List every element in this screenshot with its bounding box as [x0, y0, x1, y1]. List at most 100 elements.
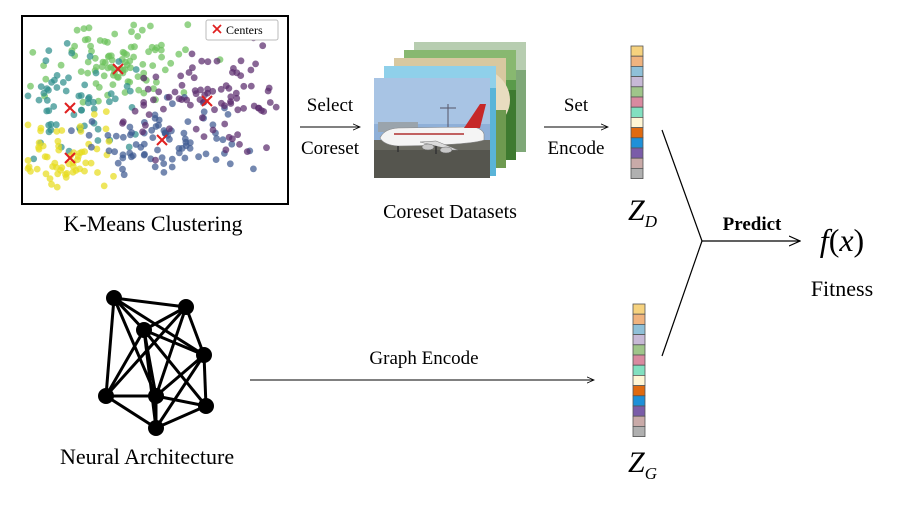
- cluster-point: [183, 96, 191, 104]
- vector-cell: [632, 344, 646, 356]
- cluster-point: [195, 153, 203, 161]
- cluster-point: [137, 143, 145, 151]
- cluster-point: [169, 100, 176, 108]
- cluster-point: [43, 96, 51, 104]
- cluster-point: [181, 154, 189, 162]
- cluster-point: [204, 85, 212, 93]
- cluster-point: [55, 146, 63, 154]
- zd-embedding-vector: [630, 45, 644, 179]
- center-cross-icon: [64, 102, 76, 114]
- cluster-point: [86, 52, 94, 60]
- cluster-point: [104, 132, 112, 139]
- cluster-point: [234, 106, 242, 114]
- cluster-point: [234, 131, 242, 139]
- cluster-point: [209, 87, 217, 95]
- cluster-point: [92, 69, 100, 77]
- cluster-point: [101, 38, 109, 45]
- cluster-point: [265, 84, 273, 92]
- cluster-point: [119, 154, 127, 162]
- vector-cell: [630, 96, 644, 108]
- cluster-point: [155, 121, 162, 129]
- cluster-point: [132, 66, 140, 73]
- cluster-point: [198, 57, 206, 65]
- graph-node: [136, 322, 152, 338]
- graph-node: [106, 290, 122, 306]
- cluster-point: [175, 50, 183, 58]
- cluster-point: [119, 133, 127, 141]
- vector-cell: [630, 66, 644, 78]
- cluster-point: [105, 137, 113, 145]
- cluster-point: [202, 150, 210, 158]
- cluster-point: [227, 100, 235, 107]
- cluster-point: [140, 101, 148, 109]
- cluster-point: [99, 58, 107, 66]
- cluster-point: [165, 93, 173, 101]
- graph-node: [198, 398, 214, 414]
- cluster-point: [126, 87, 134, 95]
- cluster-point: [90, 105, 98, 113]
- cluster-point: [24, 92, 32, 100]
- cluster-point: [175, 95, 183, 103]
- cluster-point: [186, 139, 194, 147]
- cluster-point: [154, 146, 161, 154]
- graph-encode-arrow: Graph Encode: [250, 348, 594, 380]
- cluster-point: [240, 105, 248, 112]
- graph-edge: [113, 296, 205, 357]
- cluster-point: [247, 66, 255, 74]
- cluster-point: [199, 114, 206, 122]
- cluster-point: [84, 69, 92, 77]
- cluster-point: [45, 128, 53, 136]
- cluster-point: [152, 156, 159, 164]
- cluster-point: [57, 61, 65, 69]
- cluster-point: [85, 131, 93, 139]
- cluster-point: [74, 153, 82, 160]
- select-label: Select: [307, 95, 354, 116]
- kmeans-centers: [64, 63, 213, 164]
- cluster-point: [25, 163, 33, 171]
- select-coreset-arrow: Select Coreset: [300, 95, 360, 159]
- cluster-point: [222, 82, 230, 90]
- cluster-point: [167, 59, 175, 67]
- zg-merge-line: [661, 240, 703, 357]
- cluster-point: [115, 58, 123, 65]
- cluster-point: [84, 35, 92, 43]
- cluster-point: [82, 159, 90, 167]
- cluster-point: [85, 95, 92, 103]
- cluster-point: [111, 148, 118, 156]
- graph-edge: [155, 394, 207, 408]
- cluster-point: [77, 92, 85, 99]
- vector-cell: [630, 157, 644, 169]
- vector-cell: [630, 137, 644, 149]
- graph-edge: [143, 328, 205, 357]
- cluster-point: [217, 85, 225, 93]
- cluster-point: [150, 96, 157, 104]
- cluster-point: [135, 86, 143, 94]
- cluster-point: [221, 102, 228, 110]
- cluster-point: [252, 60, 259, 68]
- fx-open: (: [829, 222, 840, 258]
- cluster-point: [35, 145, 43, 153]
- cluster-point: [81, 81, 89, 89]
- cluster-point: [120, 171, 128, 179]
- cluster-point: [79, 98, 87, 106]
- cluster-point: [152, 73, 160, 81]
- cluster-point: [94, 125, 102, 133]
- cluster-point: [68, 127, 75, 135]
- cluster-point: [140, 89, 148, 97]
- cluster-point: [192, 90, 200, 98]
- cluster-point: [45, 47, 53, 54]
- cluster-point: [77, 68, 85, 75]
- zg-label: ZG: [628, 446, 657, 483]
- cluster-point: [54, 137, 62, 145]
- cluster-point: [184, 118, 192, 125]
- cluster-point: [184, 21, 192, 29]
- cluster-point: [161, 66, 169, 74]
- predict-label: Predict: [723, 214, 782, 235]
- neural-architecture-graph-icon: Neural Architecture: [60, 290, 234, 469]
- cluster-point: [126, 123, 134, 131]
- vector-cell: [630, 167, 644, 179]
- legend-box: [205, 19, 279, 41]
- cluster-point: [226, 160, 234, 168]
- cluster-point: [37, 83, 45, 90]
- cluster-point: [186, 145, 194, 152]
